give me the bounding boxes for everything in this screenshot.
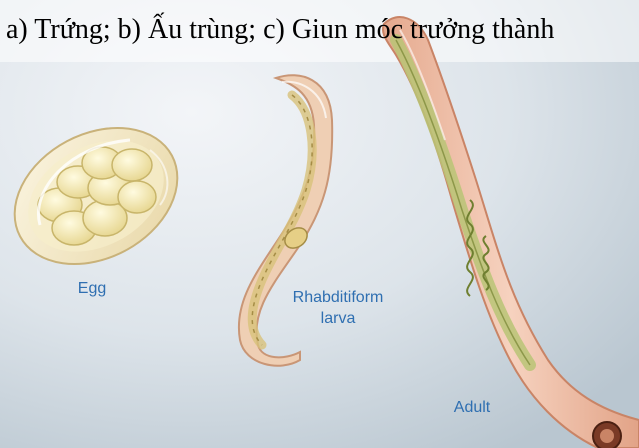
figure-caption: a) Trứng; b) Ấu trùng; c) Giun móc trưởn… [6,14,554,46]
label-larva-line1: Rhabditiform [283,287,393,308]
label-larva: Rhabditiform larva [283,287,393,329]
label-egg: Egg [70,278,114,299]
label-adult: Adult [446,397,498,418]
label-larva-line2: larva [283,308,393,329]
